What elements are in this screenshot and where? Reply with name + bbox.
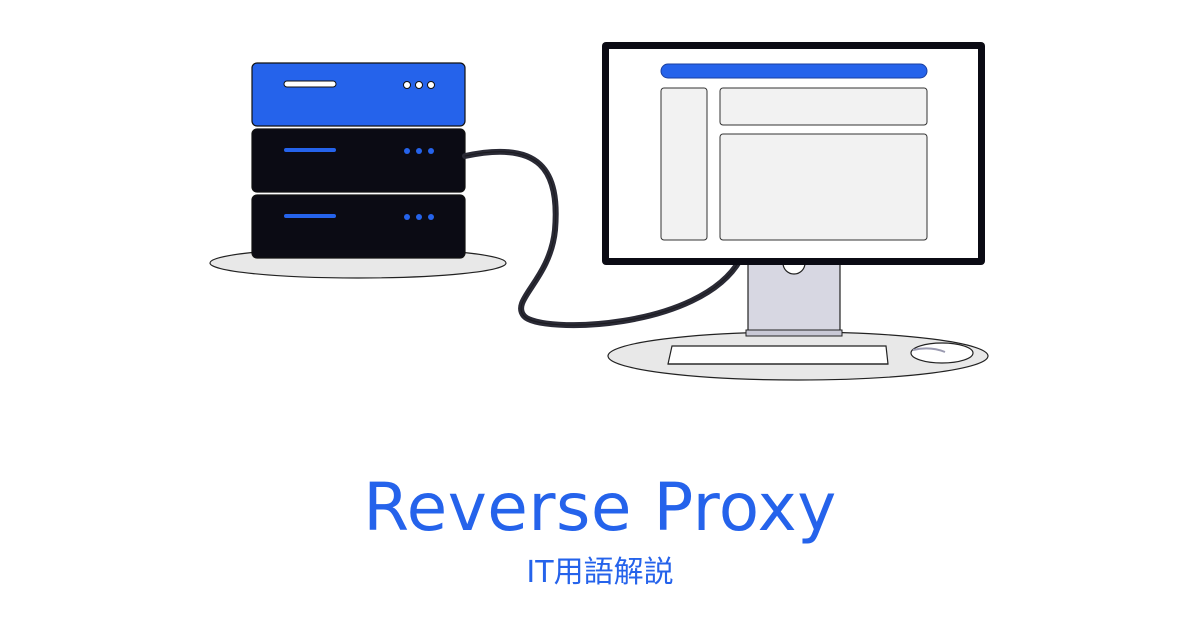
screen-sidebar-panel — [660, 87, 708, 241]
server-slot-top — [283, 80, 337, 88]
server-slot-bottom — [284, 214, 336, 218]
server-leds-bottom — [404, 214, 434, 220]
server-leds-middle — [404, 148, 434, 154]
server-leds-top — [403, 81, 435, 89]
server-unit-middle — [251, 128, 466, 193]
screen-top-panel — [719, 87, 928, 126]
server-rack-icon — [209, 62, 507, 279]
page-title: Reverse Proxy — [363, 469, 837, 546]
server-unit-top — [251, 62, 466, 127]
server-slot-middle — [284, 148, 336, 152]
mouse-icon — [910, 342, 974, 364]
monitor-icon — [602, 42, 985, 265]
keyboard-icon — [667, 345, 889, 365]
screen-main-panel — [719, 133, 928, 241]
page-subtitle: IT用語解説 — [526, 555, 674, 590]
server-unit-bottom — [251, 194, 466, 259]
reverse-proxy-illustration — [209, 42, 989, 381]
screen-header-bar — [660, 63, 928, 79]
